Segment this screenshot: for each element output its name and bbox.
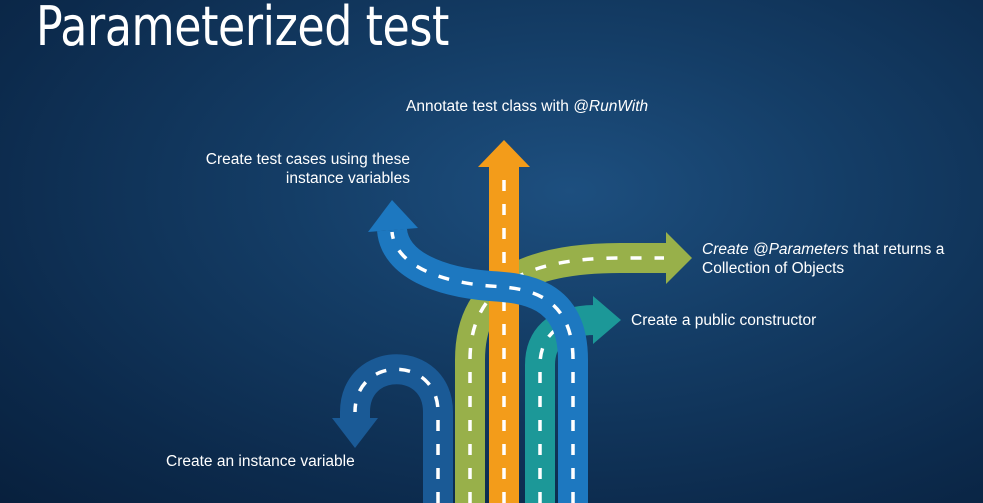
label-constructor: Create a public constructor xyxy=(631,312,817,329)
label-annotate-text: Annotate test class with xyxy=(406,98,574,115)
label-instance-variable: Create an instance variable xyxy=(166,453,355,470)
slide-title: Parameterized test xyxy=(36,0,450,58)
label-parameters-line1: that returns a xyxy=(848,241,945,258)
label-parameters: Create @Parameters that returns a Collec… xyxy=(702,240,944,278)
label-annotate: Annotate test class with @RunWith xyxy=(406,97,648,116)
label-parameters-italic: Create @Parameters xyxy=(702,241,849,258)
road-test-cases xyxy=(368,200,588,503)
label-test-cases: Create test cases using these instance v… xyxy=(188,150,410,188)
label-annotate-italic: @RunWith xyxy=(573,98,649,115)
label-test-cases-line2: instance variables xyxy=(285,170,410,187)
label-test-cases-line1: Create test cases using these xyxy=(205,151,410,168)
road-instance-variable xyxy=(332,354,453,503)
label-parameters-line2: Collection of Objects xyxy=(702,260,845,277)
road-runwith xyxy=(478,140,530,503)
